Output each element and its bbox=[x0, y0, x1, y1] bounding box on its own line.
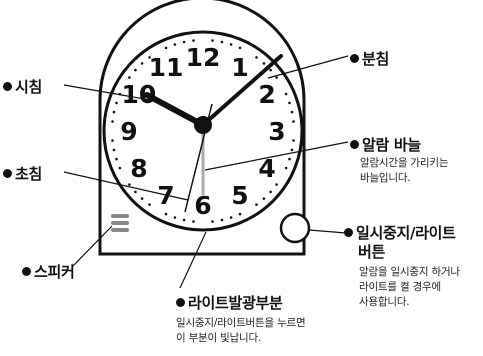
minute-tick bbox=[229, 43, 233, 46]
dial-number: 6 bbox=[194, 191, 211, 220]
alarm-needle-label: 알람 바늘 bbox=[350, 134, 421, 155]
minute-tick bbox=[192, 220, 195, 223]
leader-button bbox=[308, 229, 347, 234]
dial-number: 11 bbox=[149, 53, 184, 82]
minute-tick bbox=[288, 101, 291, 105]
pause-light-button-circle[interactable] bbox=[279, 212, 311, 244]
minute-tick bbox=[140, 197, 144, 200]
minute-tick bbox=[229, 216, 233, 219]
dial-number: 1 bbox=[231, 53, 248, 82]
minute-tick bbox=[220, 218, 224, 222]
bullet-icon bbox=[350, 140, 359, 149]
bullet-icon bbox=[22, 267, 31, 276]
minute-tick bbox=[134, 68, 137, 72]
light-part-desc: 일시중지/라이트버튼을 누르면 이 부분이 빛납니다. bbox=[176, 317, 306, 344]
minute-tick bbox=[118, 166, 122, 170]
minute-tick bbox=[164, 46, 168, 50]
dial-number: 5 bbox=[231, 181, 248, 210]
dial-face bbox=[102, 30, 304, 232]
minute-tick bbox=[220, 40, 224, 44]
minute-tick bbox=[255, 56, 258, 59]
center-cap bbox=[194, 116, 212, 134]
minute-tick bbox=[292, 139, 295, 142]
minute-tick bbox=[115, 157, 118, 161]
minute-tick bbox=[182, 218, 186, 222]
leader-lines bbox=[63, 55, 349, 289]
minute-tick bbox=[140, 62, 144, 65]
dial-number: 2 bbox=[258, 80, 275, 109]
leader-second-hand bbox=[63, 171, 189, 201]
minute-tick bbox=[211, 220, 214, 223]
speaker-grille bbox=[111, 214, 129, 232]
pause-light-button-desc: 알람을 일시중지 하거나 라이트를 켤 경우에 사용합니다. bbox=[359, 266, 460, 308]
leader-alarm-needle bbox=[204, 141, 349, 171]
minute-tick bbox=[284, 92, 288, 96]
alarm-needle-desc: 알람시간을 가리키는 바늘입니다. bbox=[360, 157, 449, 184]
minute-tick bbox=[262, 62, 266, 65]
dial-number: 12 bbox=[186, 43, 221, 72]
dial-number: 4 bbox=[258, 154, 275, 183]
minute-tick bbox=[288, 157, 291, 161]
pause-light-button-label: 일시중지/라이트 버튼 bbox=[344, 224, 456, 262]
bullet-icon bbox=[3, 82, 12, 91]
minute-tick bbox=[292, 120, 295, 123]
light-part-label: 라이트발광부분 bbox=[176, 292, 283, 313]
minute-tick bbox=[128, 183, 131, 186]
dial-number: 9 bbox=[120, 117, 137, 146]
minute-hand bbox=[201, 54, 283, 127]
minute-tick bbox=[290, 148, 294, 152]
hour-hand-label: 시침 bbox=[3, 76, 42, 97]
bullet-icon bbox=[350, 54, 359, 63]
minute-tick bbox=[238, 46, 242, 50]
minute-tick bbox=[182, 40, 186, 44]
minute-tick bbox=[148, 56, 151, 59]
minute-tick bbox=[192, 39, 195, 42]
minute-tick bbox=[238, 212, 242, 216]
minute-tick bbox=[275, 76, 278, 79]
minute-tick bbox=[269, 190, 272, 194]
minute-tick bbox=[211, 39, 214, 42]
minute-hand-label: 분침 bbox=[350, 48, 389, 69]
minute-tick bbox=[115, 101, 118, 105]
dial-number: 3 bbox=[268, 117, 285, 146]
clock-body bbox=[98, 0, 306, 256]
minute-tick bbox=[284, 166, 288, 170]
leader-minute-hand bbox=[267, 55, 349, 79]
second-hand-label: 초침 bbox=[3, 163, 42, 184]
minute-tick bbox=[128, 76, 131, 79]
minute-tick bbox=[255, 203, 258, 206]
minute-tick bbox=[112, 110, 116, 114]
minute-tick bbox=[111, 120, 114, 123]
minute-tick bbox=[134, 190, 137, 194]
minute-tick bbox=[112, 148, 116, 152]
minute-tick bbox=[173, 43, 177, 46]
minute-tick bbox=[269, 68, 272, 72]
leader-hour-hand bbox=[63, 84, 163, 103]
minute-tick bbox=[111, 139, 114, 142]
leader-light-part bbox=[179, 231, 207, 289]
minute-ticks bbox=[111, 39, 295, 223]
minute-tick bbox=[148, 203, 151, 206]
minute-tick bbox=[275, 183, 278, 186]
minute-tick bbox=[262, 197, 266, 200]
speaker-label: 스피커 bbox=[22, 261, 75, 282]
hour-hand bbox=[144, 92, 206, 128]
bullet-icon bbox=[176, 298, 185, 307]
dial-number: 8 bbox=[130, 154, 147, 183]
bullet-icon bbox=[3, 169, 12, 178]
minute-tick bbox=[290, 110, 294, 114]
minute-tick bbox=[164, 212, 168, 216]
leader-speaker bbox=[71, 225, 113, 268]
minute-tick bbox=[173, 216, 177, 219]
bullet-icon bbox=[344, 228, 353, 237]
